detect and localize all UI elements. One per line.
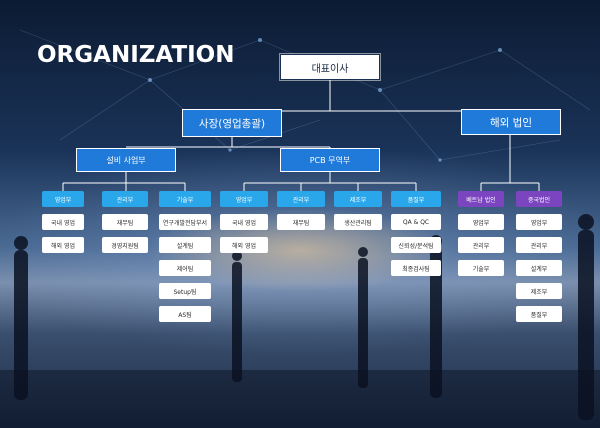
corp-header: 중국법인 <box>516 191 562 207</box>
corp-header: 베트남 법인 <box>458 191 504 207</box>
team-item: 제조부 <box>516 283 562 299</box>
team-item: 설계팀 <box>159 237 211 253</box>
slide-title: ORGANIZATION <box>37 42 235 68</box>
team-item: 연구개발전담부서 <box>159 214 211 230</box>
overseas-corp-box: 해외 법인 <box>461 109 561 135</box>
team-item: 관리부 <box>516 237 562 253</box>
team-item: 품질부 <box>516 306 562 322</box>
team-item: 국내 영업 <box>42 214 84 230</box>
team-item: 제어팀 <box>159 260 211 276</box>
team-item: 경영지원팀 <box>102 237 148 253</box>
team-item: 영업부 <box>516 214 562 230</box>
dept-header: 제조부 <box>334 191 382 207</box>
team-item: Setup팀 <box>159 283 211 299</box>
president-box: 사장(영업총괄) <box>182 109 282 137</box>
dept-header: 품질부 <box>391 191 441 207</box>
team-item: 영업부 <box>458 214 504 230</box>
team-item: 최종검사팀 <box>391 260 441 276</box>
team-item: 재무팀 <box>102 214 148 230</box>
dept-header: 영업부 <box>42 191 84 207</box>
dept-header: 기술부 <box>159 191 211 207</box>
team-item: 신뢰성/분석팀 <box>391 237 441 253</box>
dept-header: 영업부 <box>220 191 268 207</box>
team-item: 재무팀 <box>277 214 325 230</box>
team-item: 해외 영업 <box>42 237 84 253</box>
team-item: AS팀 <box>159 306 211 322</box>
team-item: QA & QC <box>391 214 441 230</box>
team-item: 국내 영업 <box>220 214 268 230</box>
facility-division-box: 설비 사업부 <box>76 148 176 172</box>
pcb-division-box: PCB 무역부 <box>280 148 380 172</box>
ceo-box: 대표이사 <box>280 54 380 80</box>
team-item: 설계부 <box>516 260 562 276</box>
team-item: 관리부 <box>458 237 504 253</box>
team-item: 생산관리팀 <box>334 214 382 230</box>
team-item: 기술부 <box>458 260 504 276</box>
dept-header: 관리부 <box>277 191 325 207</box>
team-item: 해외 영업 <box>220 237 268 253</box>
dept-header: 관리부 <box>102 191 148 207</box>
